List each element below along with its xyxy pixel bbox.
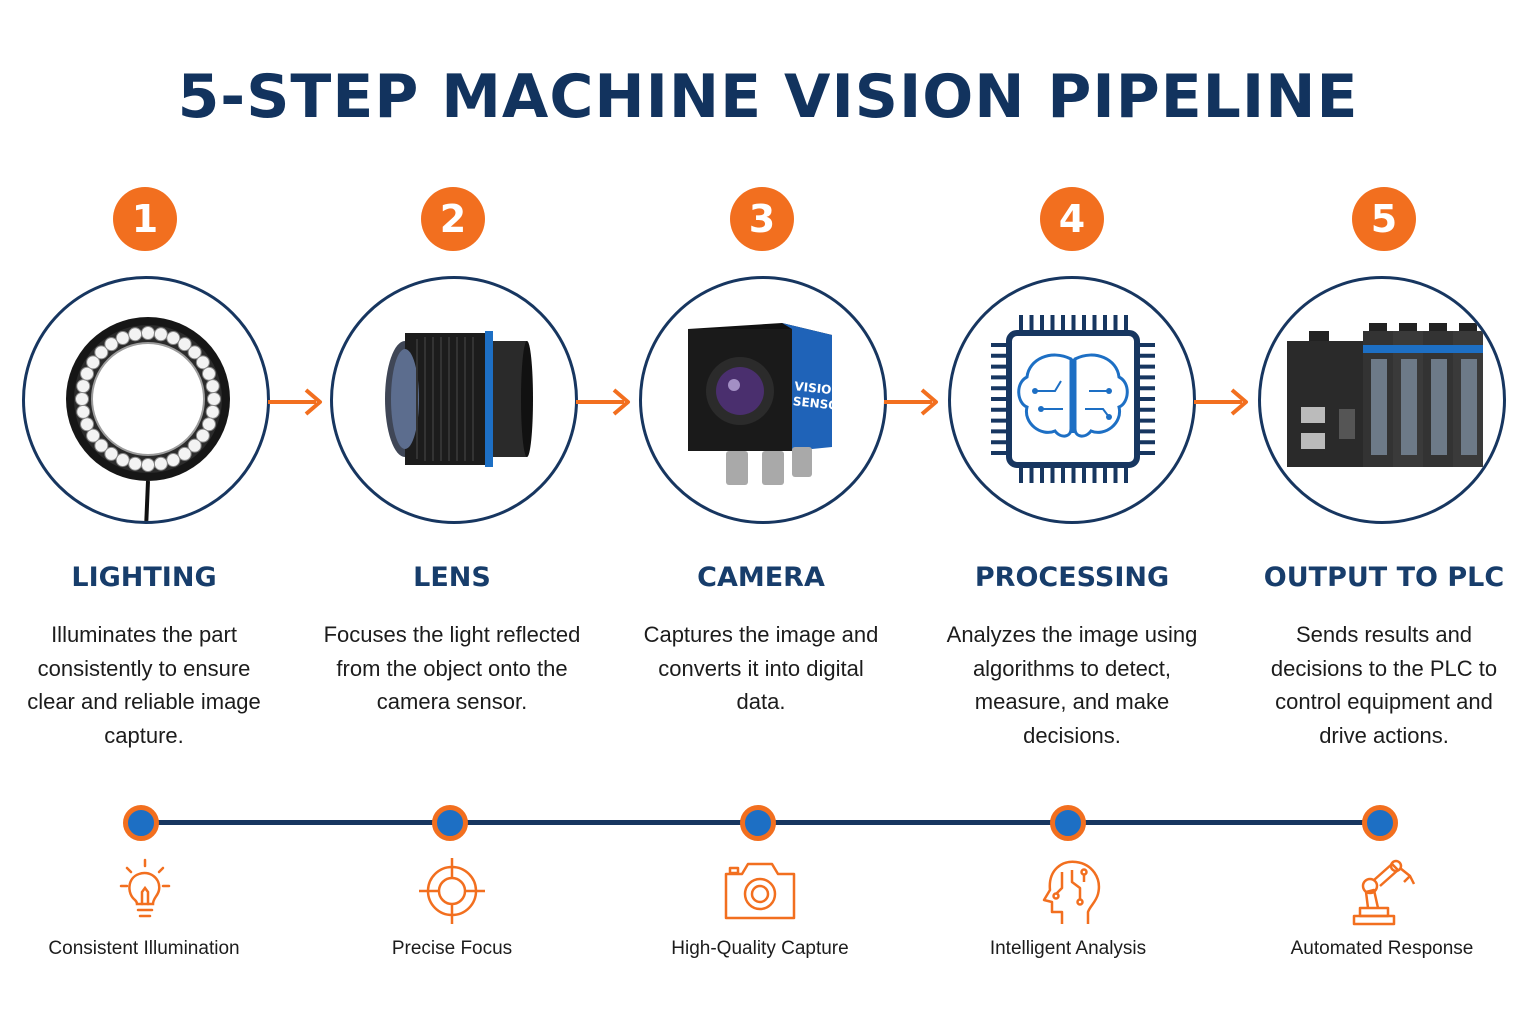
plc-icon <box>1287 323 1483 467</box>
step-1-description: Illuminates the part consistently to ens… <box>27 622 261 748</box>
led-icon <box>166 452 181 467</box>
led-icon <box>76 379 91 394</box>
led-icon <box>75 392 89 406</box>
led-icon <box>115 331 130 346</box>
camera-icon <box>724 862 796 920</box>
step-5-badge: 5 <box>1352 187 1416 251</box>
led-icon <box>104 446 119 461</box>
timeline-dot <box>1050 805 1086 841</box>
led-icon <box>128 456 143 471</box>
led-icon <box>201 417 216 432</box>
led-icon <box>94 438 109 453</box>
step-2-description: Focuses the light reflected from the obj… <box>323 622 581 714</box>
step-4-description: Analyzes the image using algorithms to d… <box>946 622 1198 748</box>
led-icon <box>128 327 143 342</box>
step-3-image: VISIONSENSOR <box>639 276 887 524</box>
step-4-image <box>948 276 1196 524</box>
step-5-heading: OUTPUT TO PLC <box>1263 562 1505 593</box>
lightbulb-icon <box>119 858 171 918</box>
led-icon <box>153 456 168 471</box>
timeline-dot <box>123 805 159 841</box>
led-icon <box>177 446 192 461</box>
led-icon <box>141 326 155 340</box>
step-3-heading: CAMERA <box>697 562 825 593</box>
crosshair-icon <box>419 858 485 924</box>
step-1-heading: LIGHTING <box>71 562 217 593</box>
led-icon <box>76 404 91 419</box>
led-icon <box>104 337 119 352</box>
led-icon <box>86 355 101 370</box>
led-icon <box>166 331 181 346</box>
led-icon <box>153 327 168 342</box>
timeline-dot <box>740 805 776 841</box>
led-icon <box>80 417 95 432</box>
led-icon <box>177 337 192 352</box>
led-icon <box>141 458 155 472</box>
step-2-badge: 2 <box>421 187 485 251</box>
step-4-benefit: Intelligent Analysis <box>989 938 1147 959</box>
step-5-benefit: Automated Response <box>1290 938 1474 959</box>
led-icon <box>201 366 216 381</box>
led-icon <box>115 452 130 467</box>
led-icon <box>207 392 221 406</box>
step-2-benefit: Precise Focus <box>391 938 513 959</box>
arrow-right-icon <box>576 388 630 416</box>
led-icon <box>195 355 210 370</box>
arrow-right-icon <box>884 388 938 416</box>
page-title: 5-STEP MACHINE VISION PIPELINE <box>177 62 1359 132</box>
camera-lens-icon <box>385 331 533 467</box>
led-icon <box>205 379 220 394</box>
svg-text:VISIONSENSOR: VISIONSENSOR <box>792 379 850 414</box>
led-icon <box>187 438 202 453</box>
step-4-badge: 4 <box>1040 187 1104 251</box>
arrow-right-icon <box>1194 388 1248 416</box>
vision-sensor-icon: VISIONSENSOR <box>688 323 850 485</box>
step-1-benefit: Consistent Illumination <box>48 938 240 959</box>
step-4-heading: PROCESSING <box>974 562 1170 593</box>
ring-light-icon <box>66 317 230 521</box>
step-3-benefit: High-Quality Capture <box>671 938 849 959</box>
ai-head-icon <box>1042 860 1101 924</box>
led-icon <box>195 428 210 443</box>
step-2-image <box>330 276 578 524</box>
timeline-dot <box>1362 805 1398 841</box>
step-3-description: Captures the image and converts it into … <box>643 622 879 714</box>
step-1-image <box>22 276 270 524</box>
led-icon <box>86 428 101 443</box>
led-icon <box>187 345 202 360</box>
brain-chip-icon <box>991 315 1155 483</box>
step-3-badge: 3 <box>730 187 794 251</box>
led-icon <box>205 404 220 419</box>
arrow-right-icon <box>268 388 322 416</box>
robot-arm-icon <box>1352 859 1416 926</box>
timeline-dot <box>432 805 468 841</box>
led-icon <box>80 366 95 381</box>
step-2-heading: LENS <box>413 562 491 593</box>
led-icon <box>94 345 109 360</box>
step-1-badge: 1 <box>113 187 177 251</box>
step-5-description: Sends results and decisions to the PLC t… <box>1270 622 1498 748</box>
step-5-image <box>1258 276 1506 524</box>
